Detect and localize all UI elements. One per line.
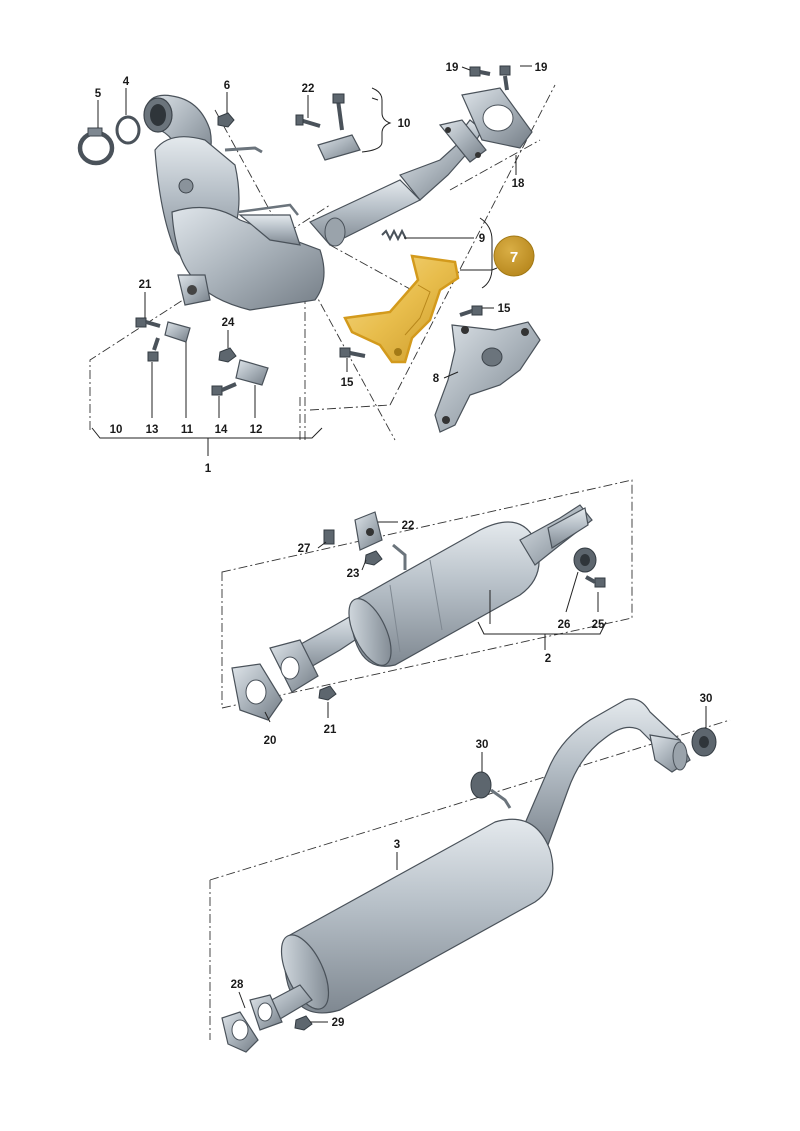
assembly-3-rear-silencer xyxy=(209,698,731,1053)
leaders-group-2 xyxy=(264,521,599,723)
label-12[interactable]: 12 xyxy=(250,424,263,436)
label-4[interactable]: 4 xyxy=(123,76,130,88)
label-9[interactable]: 9 xyxy=(479,233,485,245)
label-30-left[interactable]: 30 xyxy=(476,739,489,751)
label-29[interactable]: 29 xyxy=(332,1017,345,1029)
label-1[interactable]: 1 xyxy=(205,463,212,475)
label-27[interactable]: 27 xyxy=(298,543,311,555)
label-8[interactable]: 8 xyxy=(433,373,440,385)
label-28[interactable]: 28 xyxy=(231,979,244,991)
label-30-right[interactable]: 30 xyxy=(700,693,713,705)
label-15-right[interactable]: 15 xyxy=(498,303,511,315)
label-11[interactable]: 11 xyxy=(181,424,194,436)
label-26[interactable]: 26 xyxy=(558,619,571,631)
label-6[interactable]: 6 xyxy=(224,80,230,92)
label-13[interactable]: 13 xyxy=(146,424,159,436)
label-10-top[interactable]: 10 xyxy=(398,118,411,130)
leaders-group-1 xyxy=(97,65,532,418)
label-2[interactable]: 2 xyxy=(545,653,551,665)
label-10-bottom[interactable]: 10 xyxy=(110,424,123,436)
bracket-8 xyxy=(434,321,541,433)
label-25[interactable]: 25 xyxy=(592,619,605,631)
callout-7-label: 7 xyxy=(510,249,518,266)
label-19-right[interactable]: 19 xyxy=(535,62,548,74)
assembly-1-catalytic-converter xyxy=(77,65,556,456)
label-24[interactable]: 24 xyxy=(222,317,235,329)
bracket-7-highlighted xyxy=(343,254,460,364)
label-23[interactable]: 23 xyxy=(347,568,360,580)
assembly-2-middle-silencer xyxy=(221,479,633,721)
label-14[interactable]: 14 xyxy=(215,424,228,436)
label-15-left[interactable]: 15 xyxy=(341,377,354,389)
label-20[interactable]: 20 xyxy=(264,735,277,747)
callout-7[interactable]: 7 xyxy=(493,235,535,277)
label-18[interactable]: 18 xyxy=(512,178,525,190)
label-5[interactable]: 5 xyxy=(95,88,102,100)
label-21-middle[interactable]: 21 xyxy=(324,724,337,736)
label-22-top[interactable]: 22 xyxy=(302,83,315,95)
label-3[interactable]: 3 xyxy=(394,839,400,851)
label-22-middle[interactable]: 22 xyxy=(402,520,415,532)
leaders-group-3 xyxy=(238,706,707,1023)
label-21-top[interactable]: 21 xyxy=(139,279,152,291)
label-19-left[interactable]: 19 xyxy=(446,62,459,74)
part-number-labels: 5 4 6 22 10 19 19 18 9 15 15 8 21 24 10 … xyxy=(95,62,713,1029)
